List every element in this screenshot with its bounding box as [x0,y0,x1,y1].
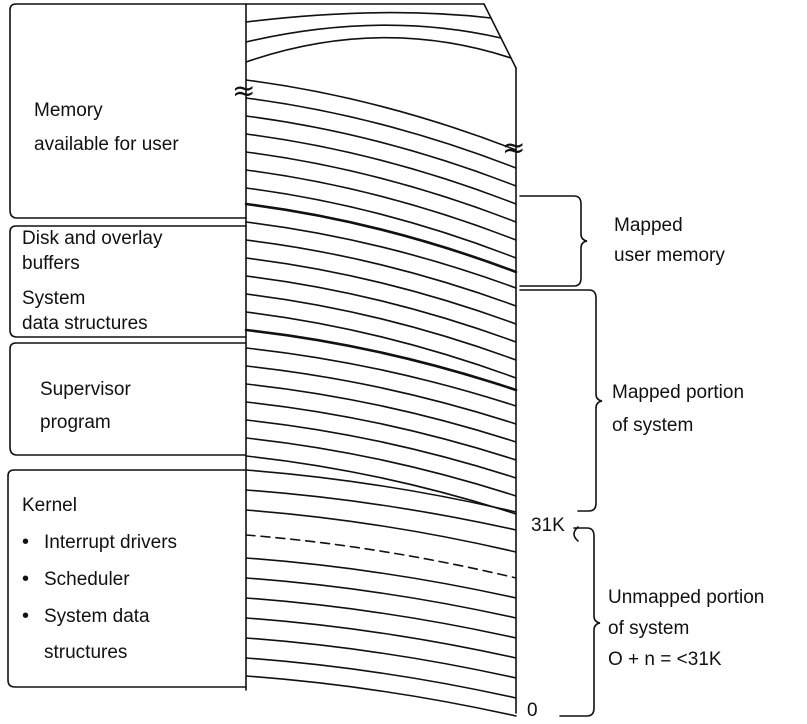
stack-layer-line [245,257,517,325]
unmapped-system-brace [559,527,601,717]
stack-layer-line [245,557,517,599]
stack-layer-line [245,437,517,497]
stack-layer-line [245,221,517,289]
stack-layer-line [245,187,517,259]
stack-layer-line [245,347,517,407]
disk-buffers-label: Disk and overlay buffers [22,228,163,274]
stack-layer-line [245,311,517,379]
k31-tick [573,526,579,542]
kernel-label: Kernel Interrupt drivers Scheduler Syste… [22,488,177,671]
mapped-user-memory-label: Mapped user memory [614,215,725,266]
stack-layer-line [245,169,517,241]
bullet-system-data: System data [22,598,177,635]
bullet-interrupt-drivers: Interrupt drivers [22,524,177,561]
kernel-title: Kernel [22,495,77,516]
stack-layer-line [245,489,517,531]
memory-stack [244,3,518,717]
stack-layer-lines [244,11,518,717]
stack-layer-line [245,36,512,63]
stack-layer-line [245,293,517,361]
stack-layer-line [244,328,518,392]
stack-layer-line [245,455,517,515]
kernel-box [7,469,247,688]
stack-layer-line [245,657,517,699]
supervisor-label: Supervisor program [40,379,131,433]
stack-layer-line [245,133,517,205]
stack-layer-line [245,151,517,223]
mapped-user-brace [519,195,588,287]
user-memory-box [9,3,247,219]
k31-marker: 31K [531,515,565,536]
stack-layer-line [245,79,517,151]
stack-layer-line [245,24,502,43]
supervisor-box [9,342,247,456]
stack-layer-line [245,534,517,579]
stack-layer-line [245,675,517,717]
bullet-scheduler: Scheduler [22,561,177,598]
stack-layer-line [245,97,517,169]
zero-marker: 0 [527,700,538,721]
stack-layer-line [245,365,517,425]
unmapped-system-label: Unmapped portion of system O + n = <31K [608,587,765,670]
stack-layer-line [245,275,517,343]
mapped-system-label: Mapped portion of system [612,382,745,436]
mapped-system-brace [519,289,603,512]
stack-layer-line [245,469,517,513]
stack-layer-line [245,577,517,619]
stack-layer-line [245,509,517,553]
stack-layer-line [245,637,517,679]
stack-layer-line [245,239,517,307]
stack-layer-line [245,115,517,187]
stack-layer-line [245,383,517,443]
system-data-structures-label: System data structures [22,288,148,334]
bullet-structures: structures [44,642,128,663]
stack-layer-line [245,11,492,23]
break-mark-left: ≈ [232,74,255,107]
stack-layer-line [245,617,517,659]
stack-layer-line [245,401,517,461]
user-memory-label: Memory available for user [34,100,179,155]
stack-layer-line [244,202,518,274]
buffers-data-box [9,225,247,338]
stack-layer-line [245,597,517,639]
break-mark-right: ≈ [502,131,525,164]
stack-layer-line [245,419,517,479]
